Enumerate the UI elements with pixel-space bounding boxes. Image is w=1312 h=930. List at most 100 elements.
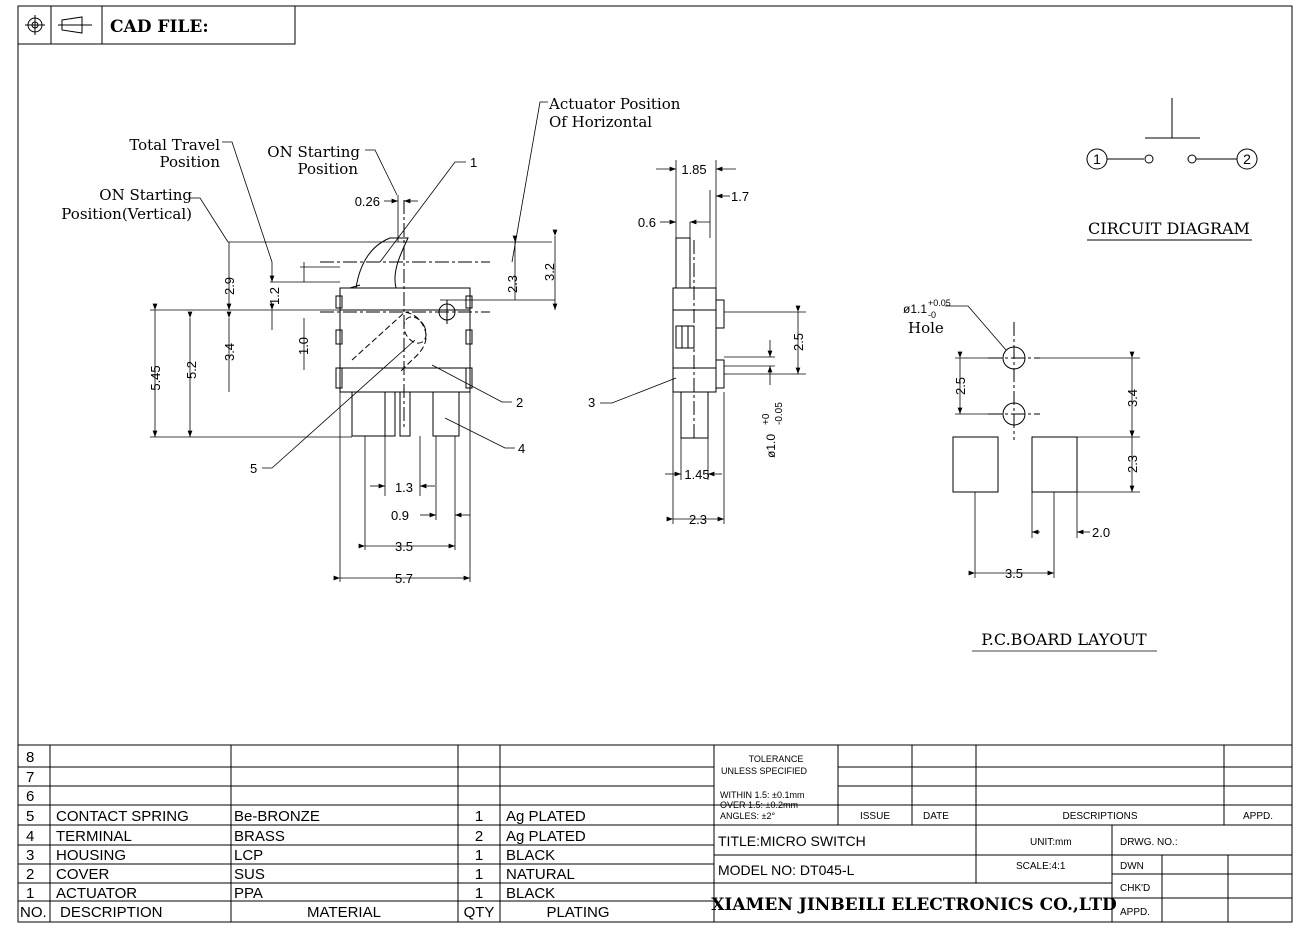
actuator-position-label-1: Actuator Position [548, 95, 681, 113]
bom-row: 1 ACTUATOR PPA 1 BLACK [26, 885, 555, 902]
issue-header: ISSUE [860, 811, 890, 822]
front-dimension-lines [150, 101, 558, 582]
bom-description: HOUSING [56, 847, 126, 864]
bom-qty: 2 [475, 828, 483, 845]
side-dimension-values: 1.85 1.7 0.6 2.5 1.45 2.3 ø1.0 +0 -0.05 [638, 162, 806, 527]
projection-target-icon [25, 15, 45, 35]
bom-qty: 1 [475, 885, 483, 902]
bom-row: 4 TERMINAL BRASS 2 Ag PLATED [26, 828, 586, 845]
circuit-pin-2: 2 [1243, 151, 1251, 167]
side-dimension-lines [600, 160, 806, 524]
bom-table: 8 7 6 5 CONTACT SPRING Be-BRONZE 1 Ag PL… [20, 749, 610, 921]
part-callouts: 1 2 3 4 5 [250, 155, 595, 476]
side-view [672, 237, 725, 440]
bom-material: BRASS [234, 828, 285, 845]
dim-0-9: 0.9 [391, 508, 409, 523]
pcb-dim-2-3: 2.3 [1125, 455, 1140, 473]
dim-side-2-3: 2.3 [689, 512, 707, 527]
bom-description: ACTUATOR [56, 885, 137, 902]
front-annotations: Actuator Position Of Horizontal Total Tr… [61, 95, 680, 223]
bom-material: SUS [234, 866, 265, 883]
bom-grid [17, 744, 715, 923]
dim-5-2: 5.2 [184, 361, 199, 379]
bom-header-row: NO. DESCRIPTION MATERIAL QTY PLATING [20, 904, 610, 921]
callout-1: 1 [470, 155, 477, 170]
bom-material: LCP [234, 847, 263, 864]
pcb-hole-tol-down: -0 [928, 310, 936, 320]
appd-header: APPD. [1243, 811, 1273, 822]
title-block: TOLERANCE UNLESS SPECIFIED WITHIN 1.5: ±… [711, 754, 1273, 918]
bom-row: 5 CONTACT SPRING Be-BRONZE 1 Ag PLATED [26, 808, 586, 825]
callout-5: 5 [250, 461, 257, 476]
bom-plating: Ag PLATED [506, 828, 586, 845]
circuit-diagram [1086, 98, 1258, 241]
bom-no: 1 [26, 885, 34, 902]
pcb-hole-diameter: ø1.1 [903, 302, 927, 316]
dim-1-2: 1.2 [267, 287, 282, 305]
dim-1-7: 1.7 [731, 189, 749, 204]
descriptions-header: DESCRIPTIONS [1062, 811, 1137, 822]
bom-plating: Ag PLATED [506, 808, 586, 825]
dim-2-9: 2.9 [222, 277, 237, 295]
dim-5-7: 5.7 [395, 571, 413, 586]
pcb-dim-3-5: 3.5 [1005, 566, 1023, 581]
bom-row: 7 [26, 769, 34, 786]
dim-1-45: 1.45 [684, 467, 709, 482]
bom-header-description: DESCRIPTION [60, 904, 163, 921]
bom-row: 2 COVER SUS 1 NATURAL [26, 866, 575, 883]
pcb-dim-3-4: 3.4 [1125, 389, 1140, 407]
bom-header-no: NO. [20, 904, 47, 921]
model-number: MODEL NO: DT045-L [718, 862, 855, 878]
on-starting-label-2: Position [297, 160, 358, 178]
pcb-hole-tol-up: +0.05 [928, 298, 951, 308]
callout-2: 2 [516, 395, 523, 410]
bom-plating: NATURAL [506, 866, 575, 883]
front-view [320, 200, 490, 437]
bom-no: 6 [26, 788, 34, 805]
dim-side-2-5: 2.5 [791, 333, 806, 351]
bom-plating: BLACK [506, 885, 555, 902]
bom-no: 2 [26, 866, 34, 883]
dim-1-0: 1.0 [296, 337, 311, 355]
dim-0-26: 0.26 [355, 194, 380, 209]
bom-material: Be-BRONZE [234, 808, 320, 825]
front-dimension-values: 0.26 2.9 1.2 2.3 3.2 5.45 5.2 3.4 1.0 1.… [148, 194, 557, 586]
pcb-layout-title: P.C.BOARD LAYOUT [981, 630, 1147, 649]
bom-row: 3 HOUSING LCP 1 BLACK [26, 847, 555, 864]
bom-plating: BLACK [506, 847, 555, 864]
pcb-dimension-lines [945, 305, 1157, 652]
callout-4: 4 [518, 441, 525, 456]
drawing-title: TITLE:MICRO SWITCH [718, 833, 866, 849]
circuit-diagram-title: CIRCUIT DIAGRAM [1088, 219, 1250, 238]
dim-0-6: 0.6 [638, 215, 656, 230]
company-name: XIAMEN JINBEILI ELECTRONICS CO.,LTD [711, 895, 1117, 915]
bom-header-material: MATERIAL [307, 904, 381, 921]
tolerance-angles: ANGLES: ±2° [720, 811, 775, 821]
bom-no: 8 [26, 749, 34, 766]
pcb-dim-2-0: 2.0 [1092, 525, 1110, 540]
dim-phi-tol-down: -0.05 [774, 402, 785, 425]
bom-header-plating: PLATING [546, 904, 609, 921]
title-block-grid [713, 744, 1293, 923]
dim-5-45: 5.45 [148, 365, 163, 390]
cad-header: CAD FILE: [17, 5, 296, 45]
on-starting-label-1: ON Starting [267, 143, 360, 161]
tolerance-label-2: UNLESS SPECIFIED [721, 766, 808, 776]
bom-qty: 1 [475, 847, 483, 864]
dim-phi-tol-up: +0 [761, 413, 772, 425]
dim-2-3: 2.3 [505, 275, 520, 293]
bom-description: COVER [56, 866, 110, 883]
bom-no: 4 [26, 828, 34, 845]
bom-row: 8 [26, 749, 34, 766]
dim-1-3: 1.3 [395, 480, 413, 495]
projection-cone-icon [58, 16, 92, 34]
tolerance-over: OVER 1.5: ±0.2mm [720, 800, 798, 810]
total-travel-label-1: Total Travel [129, 136, 220, 154]
bom-qty: 1 [475, 808, 483, 825]
dwn-label: DWN [1120, 861, 1144, 872]
bom-no: 3 [26, 847, 34, 864]
bom-no: 7 [26, 769, 34, 786]
pcb-layout [952, 322, 1078, 493]
bom-no: 5 [26, 808, 34, 825]
